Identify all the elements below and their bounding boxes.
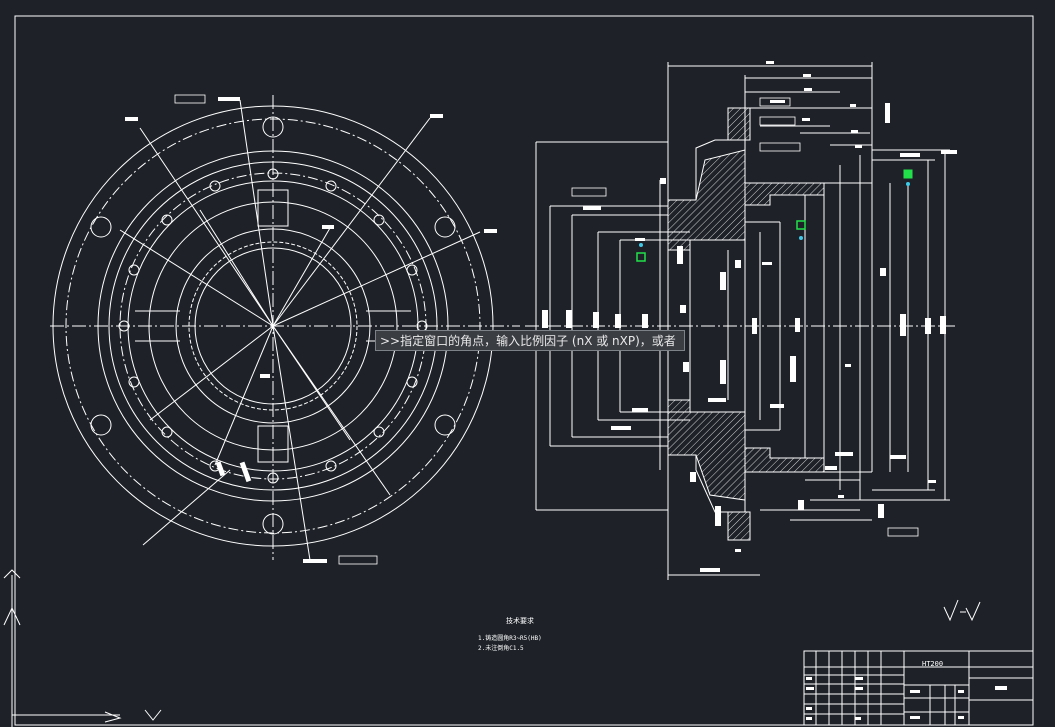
technical-requirement-item: 1.铸造圆角R3~R5(HB): [478, 635, 542, 642]
grip-point[interactable]: [903, 169, 913, 179]
technical-requirement-item: 2.未注倒角C1.5: [478, 645, 524, 652]
grip-point[interactable]: [796, 220, 806, 230]
material-label: HT200: [922, 660, 944, 668]
section-dimension-labels: [542, 61, 957, 572]
selection-grips[interactable]: [636, 169, 913, 262]
front-view-dimension-labels: [125, 94, 497, 565]
front-view[interactable]: [50, 95, 520, 561]
title-block-text: [806, 677, 1007, 720]
title-block: [803, 650, 1034, 726]
technical-requirements-title: 技术要求: [506, 617, 534, 625]
section-view[interactable]: [525, 62, 955, 580]
roughness-symbol: [943, 599, 981, 622]
grip-point[interactable]: [636, 252, 646, 262]
drawing-border: [14, 15, 1034, 726]
command-prompt-tooltip: >>指定窗口的角点，输入比例因子 (nX 或 nXP)，或者: [375, 330, 685, 351]
ucs-icon: [3, 569, 162, 727]
